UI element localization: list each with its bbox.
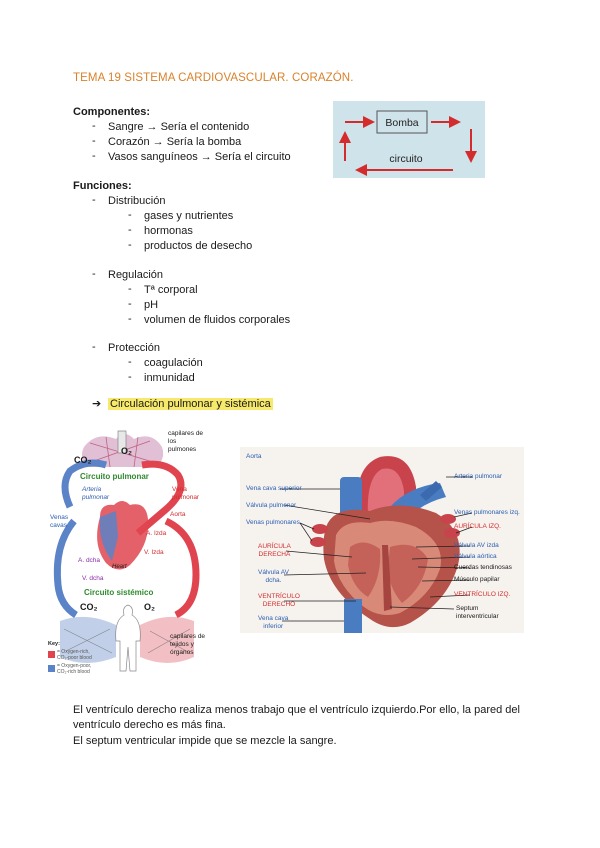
- circuito-pulmonar-label: Circuito pulmonar: [80, 472, 149, 481]
- heart-label-valvula-pulmonar: Válvula pulmonar: [246, 502, 297, 509]
- heart-label: Heart: [112, 564, 127, 570]
- paragraph-ventriculo: El ventrículo derecho realiza menos trab…: [73, 704, 520, 731]
- sub-item: gases y nutrientes: [144, 210, 234, 222]
- sub-item: Tª corporal: [144, 284, 198, 296]
- list-dash: -: [128, 283, 132, 295]
- heart-label-ventriculo-izq: VENTRÍCULO IZQ.: [454, 591, 511, 598]
- componente-item-sangre: Sangre → Sería el contenido: [108, 121, 250, 133]
- circulation-figure: CO₂ O₂ capilares de los pulmones Circuit…: [46, 425, 210, 683]
- list-dash: -: [92, 341, 96, 353]
- heart-label-arteria-pulmonar: Arteria pulmonar: [454, 473, 503, 480]
- sub-item: productos de desecho: [144, 240, 253, 252]
- list-dash: -: [92, 135, 96, 147]
- list-dash: -: [128, 313, 132, 325]
- bomba-circuito-diagram: Bomba circuito: [333, 101, 485, 178]
- sub-item: volumen de fluidos corporales: [144, 314, 291, 326]
- circuito-sistemico-label: Circuito sistémico: [84, 588, 154, 597]
- capilares-pulmon-label: capilares de los pulmones: [168, 430, 204, 453]
- heart-label-venas-pulmonares-izq: Venas pulmonares izq.: [454, 509, 520, 516]
- key-item-oxygen-poor: = Oxygen-poor, CO₂-rich blood: [57, 663, 92, 675]
- page-title: TEMA 19 SISTEMA CARDIOVASCULAR. CORAZÓN.: [73, 72, 354, 84]
- heart-label-vena-cava-superior: Vena cava superior: [246, 485, 302, 492]
- heart-label-septum: Septum interventricular: [456, 605, 499, 620]
- funcion-distribucion: Distribución: [108, 195, 166, 207]
- componentes-heading: Componentes:: [73, 106, 150, 118]
- list-dash: -: [128, 298, 132, 310]
- key-title: Key:: [48, 641, 60, 647]
- heart-label-venas-pulmonares: Venas pulmonares: [246, 519, 300, 526]
- funcion-regulacion: Regulación: [108, 269, 164, 281]
- highlighted-text: Circulación pulmonar y sistémica: [108, 398, 273, 410]
- arrow-right-icon: ➔: [92, 398, 102, 410]
- o2-bottom-label: O₂: [144, 602, 155, 612]
- list-dash: -: [92, 150, 96, 162]
- paragraph-septum: El septum ventricular impide que se mezc…: [73, 735, 337, 747]
- list-dash: -: [128, 371, 132, 383]
- bomba-box: [376, 110, 428, 134]
- circulacion-heading: ➔ Circulación pulmonar y sistémica: [92, 397, 273, 410]
- funciones-heading: Funciones:: [73, 180, 132, 192]
- list-dash: -: [92, 268, 96, 280]
- a-dcha-label: A. dcha: [78, 557, 101, 564]
- sub-item: pH: [144, 299, 159, 311]
- list-dash: -: [128, 209, 132, 221]
- key-item-oxygen-rich: = Oxygen-rich, CO₂-poor blood: [57, 649, 92, 661]
- list-dash: -: [92, 194, 96, 206]
- venas-cavas-label: Venas cavas: [50, 514, 69, 529]
- heart-label-valvula-av-izda: Válvula AV izda: [454, 542, 499, 549]
- list-dash: -: [128, 356, 132, 368]
- heart-label-valvula-av-dcha: Válvula AV dcha.: [258, 569, 289, 584]
- key-swatch-blue: [48, 665, 55, 672]
- sub-item: inmunidad: [144, 372, 195, 384]
- co2-label: CO₂: [74, 455, 92, 465]
- heart-label-musculo-papilar: Músculo papilar: [454, 576, 500, 583]
- funcion-proteccion: Protección: [108, 342, 160, 354]
- list-dash: -: [128, 224, 132, 236]
- circuito-label: circuito: [389, 153, 422, 165]
- componente-item-vasos: Vasos sanguíneos → Sería el circuito: [108, 151, 291, 163]
- sub-item: hormonas: [144, 225, 193, 237]
- heart-label-vena-cava-inferior: Vena cava inferior: [258, 615, 289, 630]
- key-swatch-red: [48, 651, 55, 658]
- heart-label-cuerdas-tendinosas: Cuerdas tendinosas: [454, 564, 512, 571]
- v-dcha-label: V. dcha: [82, 575, 104, 582]
- bomba-label: Bomba: [385, 117, 418, 129]
- heart-label-ventriculo-derecho: VENTRÍCULO DERECHO: [258, 593, 300, 608]
- a-izda-label: A. Izda: [146, 530, 167, 537]
- vena-pulmonar-label: Vena pulmonar: [172, 486, 200, 501]
- list-dash: -: [92, 120, 96, 132]
- capilares-tejidos-label: capilares de tejidos y órganos: [170, 633, 206, 656]
- o2-label: O₂: [121, 446, 132, 456]
- co2-bottom-label: CO₂: [80, 602, 98, 612]
- v-izda-label: V. Izda: [144, 549, 164, 556]
- list-dash: -: [128, 239, 132, 251]
- heart-label-valvula-aortica: Válvula aórtica: [454, 553, 497, 560]
- heart-label-aorta: Aorta: [246, 453, 262, 460]
- arteria-pulmonar-label: Arteria pulmonar: [82, 486, 110, 501]
- heart-label-auricula-izq: AURÍCULA IZQ.: [454, 523, 501, 530]
- heart-label-auricula-derecha: AURÍCULA DERECHA: [258, 543, 291, 558]
- heart-anatomy-figure: Aorta Vena cava superior Válvula pulmona…: [240, 447, 524, 633]
- sub-item: coagulación: [144, 357, 203, 369]
- componente-item-corazon: Corazón → Sería la bomba: [108, 136, 242, 148]
- aorta-label: Aorta: [170, 511, 186, 518]
